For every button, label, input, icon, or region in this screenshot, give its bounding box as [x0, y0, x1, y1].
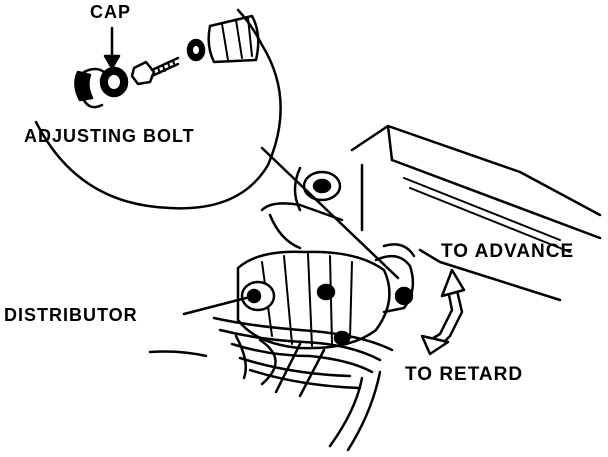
to-retard-label: TO RETARD	[405, 364, 524, 385]
advance-retard-arrow	[420, 268, 466, 356]
adjusting-bolt-part	[130, 56, 180, 86]
distributor-leader-line	[182, 296, 248, 316]
washer-part	[186, 38, 206, 62]
distributor-body	[236, 243, 416, 350]
cap-arrow	[103, 26, 121, 70]
adjusting-bolt-label: ADJUSTING BOLT	[24, 126, 195, 146]
housing-stub	[207, 14, 260, 64]
clamp-bracket	[74, 67, 106, 109]
distributor-label: DISTRIBUTOR	[4, 305, 138, 325]
cap-part	[99, 66, 129, 98]
plug-wires	[148, 316, 394, 452]
engine-block	[260, 124, 602, 302]
detail-circle	[34, 8, 282, 210]
to-advance-label: TO ADVANCE	[441, 241, 575, 262]
cap-label: CAP	[90, 2, 132, 22]
detail-leader-line	[260, 146, 400, 280]
